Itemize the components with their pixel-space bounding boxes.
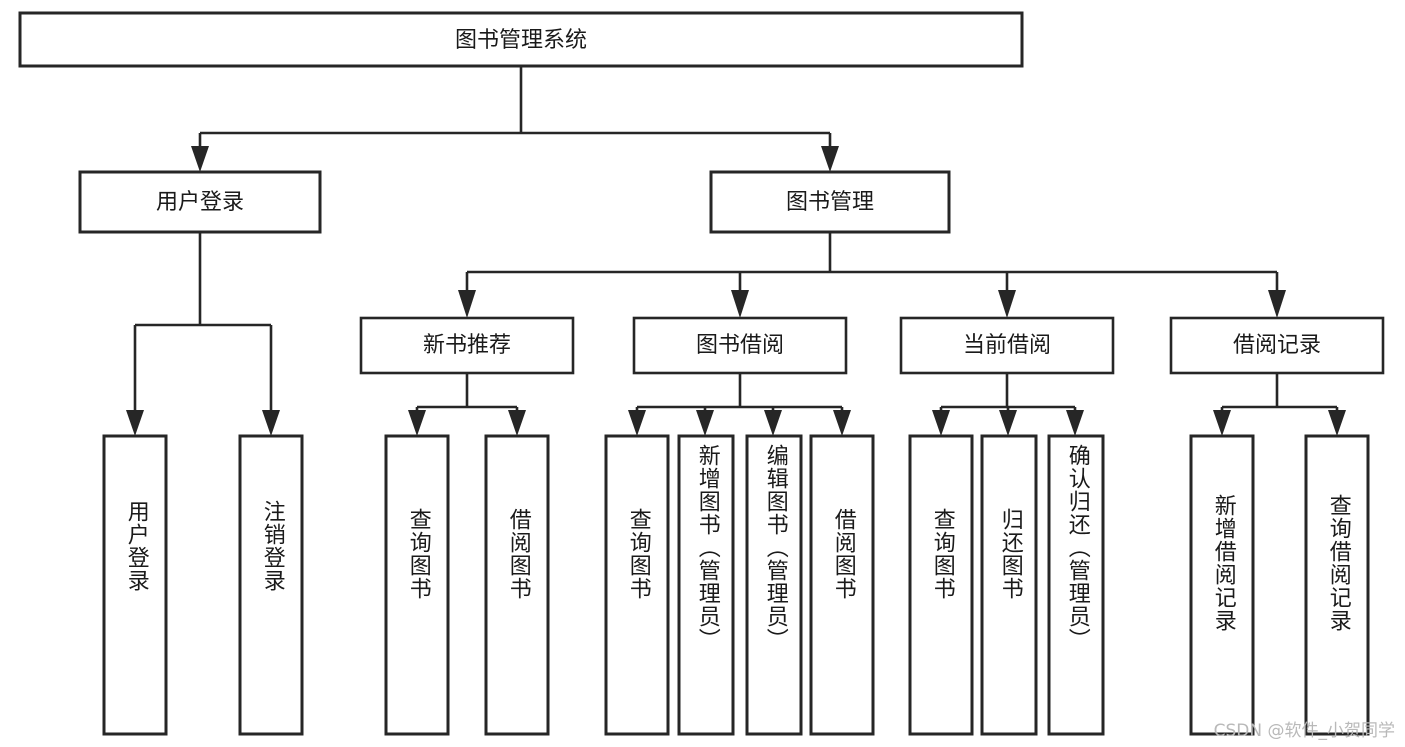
- arrow-book-management: [821, 146, 839, 172]
- node-borrow-record-label: 借阅记录: [1233, 333, 1321, 358]
- node-book-borrow[interactable]: 图书借阅: [632, 316, 848, 375]
- arrow-leaf-add-record: [1213, 410, 1231, 436]
- node-book-management-label: 图书管理: [786, 190, 874, 215]
- node-new-book-recommend-label: 新书推荐: [423, 333, 511, 358]
- arrow-leaf-query-book-3: [932, 410, 950, 436]
- leaf-logout-box[interactable]: [238, 434, 304, 736]
- node-borrow-record[interactable]: 借阅记录: [1169, 316, 1385, 375]
- node-root[interactable]: 图书管理系统: [18, 11, 1024, 68]
- leaf-box-group: [102, 434, 1370, 736]
- leaf-add-record-box[interactable]: [1189, 434, 1255, 736]
- arrow-leaf-logout: [262, 410, 280, 436]
- node-book-borrow-box[interactable]: [632, 316, 848, 375]
- arrow-new-book-recommend: [458, 290, 476, 318]
- arrow-leaf-user-login: [126, 410, 144, 436]
- arrow-leaf-borrow-book-1: [508, 410, 526, 436]
- arrow-leaf-confirm-return: [1066, 410, 1084, 436]
- node-current-borrow-label: 当前借阅: [963, 333, 1051, 358]
- node-new-book-recommend-box[interactable]: [359, 316, 575, 375]
- leaf-query-record-box[interactable]: [1304, 434, 1370, 736]
- node-root-box[interactable]: [18, 11, 1024, 68]
- leaf-user-login-box[interactable]: [102, 434, 168, 736]
- connector-group: [126, 66, 1346, 436]
- arrow-book-borrow: [731, 290, 749, 318]
- node-user-login-label: 用户登录: [156, 190, 244, 215]
- leaf-add-book-box[interactable]: [677, 434, 735, 736]
- node-new-book-recommend[interactable]: 新书推荐: [359, 316, 575, 375]
- arrow-leaf-add-book: [696, 410, 714, 436]
- leaf-confirm-return-box[interactable]: [1047, 434, 1105, 736]
- leaf-query-book-1-box[interactable]: [384, 434, 450, 736]
- node-current-borrow[interactable]: 当前借阅: [899, 316, 1115, 375]
- leaf-query-book-2-box[interactable]: [604, 434, 670, 736]
- node-current-borrow-box[interactable]: [899, 316, 1115, 375]
- arrow-leaf-edit-book: [764, 410, 782, 436]
- arrow-current-borrow: [998, 290, 1016, 318]
- arrow-borrow-record: [1268, 290, 1286, 318]
- leaf-query-book-3-box[interactable]: [908, 434, 974, 736]
- node-root-label: 图书管理系统: [455, 28, 587, 53]
- leaf-return-book-box[interactable]: [980, 434, 1038, 736]
- arrow-user-login: [191, 146, 209, 172]
- node-borrow-record-box[interactable]: [1169, 316, 1385, 375]
- node-user-login[interactable]: 用户登录: [78, 170, 322, 234]
- arrow-leaf-query-book-2: [628, 410, 646, 436]
- arrow-leaf-query-book-1: [408, 410, 426, 436]
- leaf-borrow-book-1-box[interactable]: [484, 434, 550, 736]
- node-user-login-box[interactable]: [78, 170, 322, 234]
- leaf-borrow-book-2-box[interactable]: [809, 434, 875, 736]
- arrow-leaf-borrow-book-2: [833, 410, 851, 436]
- node-book-management[interactable]: 图书管理: [709, 170, 951, 234]
- arrow-leaf-query-record: [1328, 410, 1346, 436]
- leaf-edit-book-box[interactable]: [745, 434, 803, 736]
- arrow-leaf-return-book: [999, 410, 1017, 436]
- node-book-borrow-label: 图书借阅: [696, 333, 784, 358]
- node-book-management-box[interactable]: [709, 170, 951, 234]
- watermark-text: CSDN @软件_小贺同学: [1213, 721, 1395, 741]
